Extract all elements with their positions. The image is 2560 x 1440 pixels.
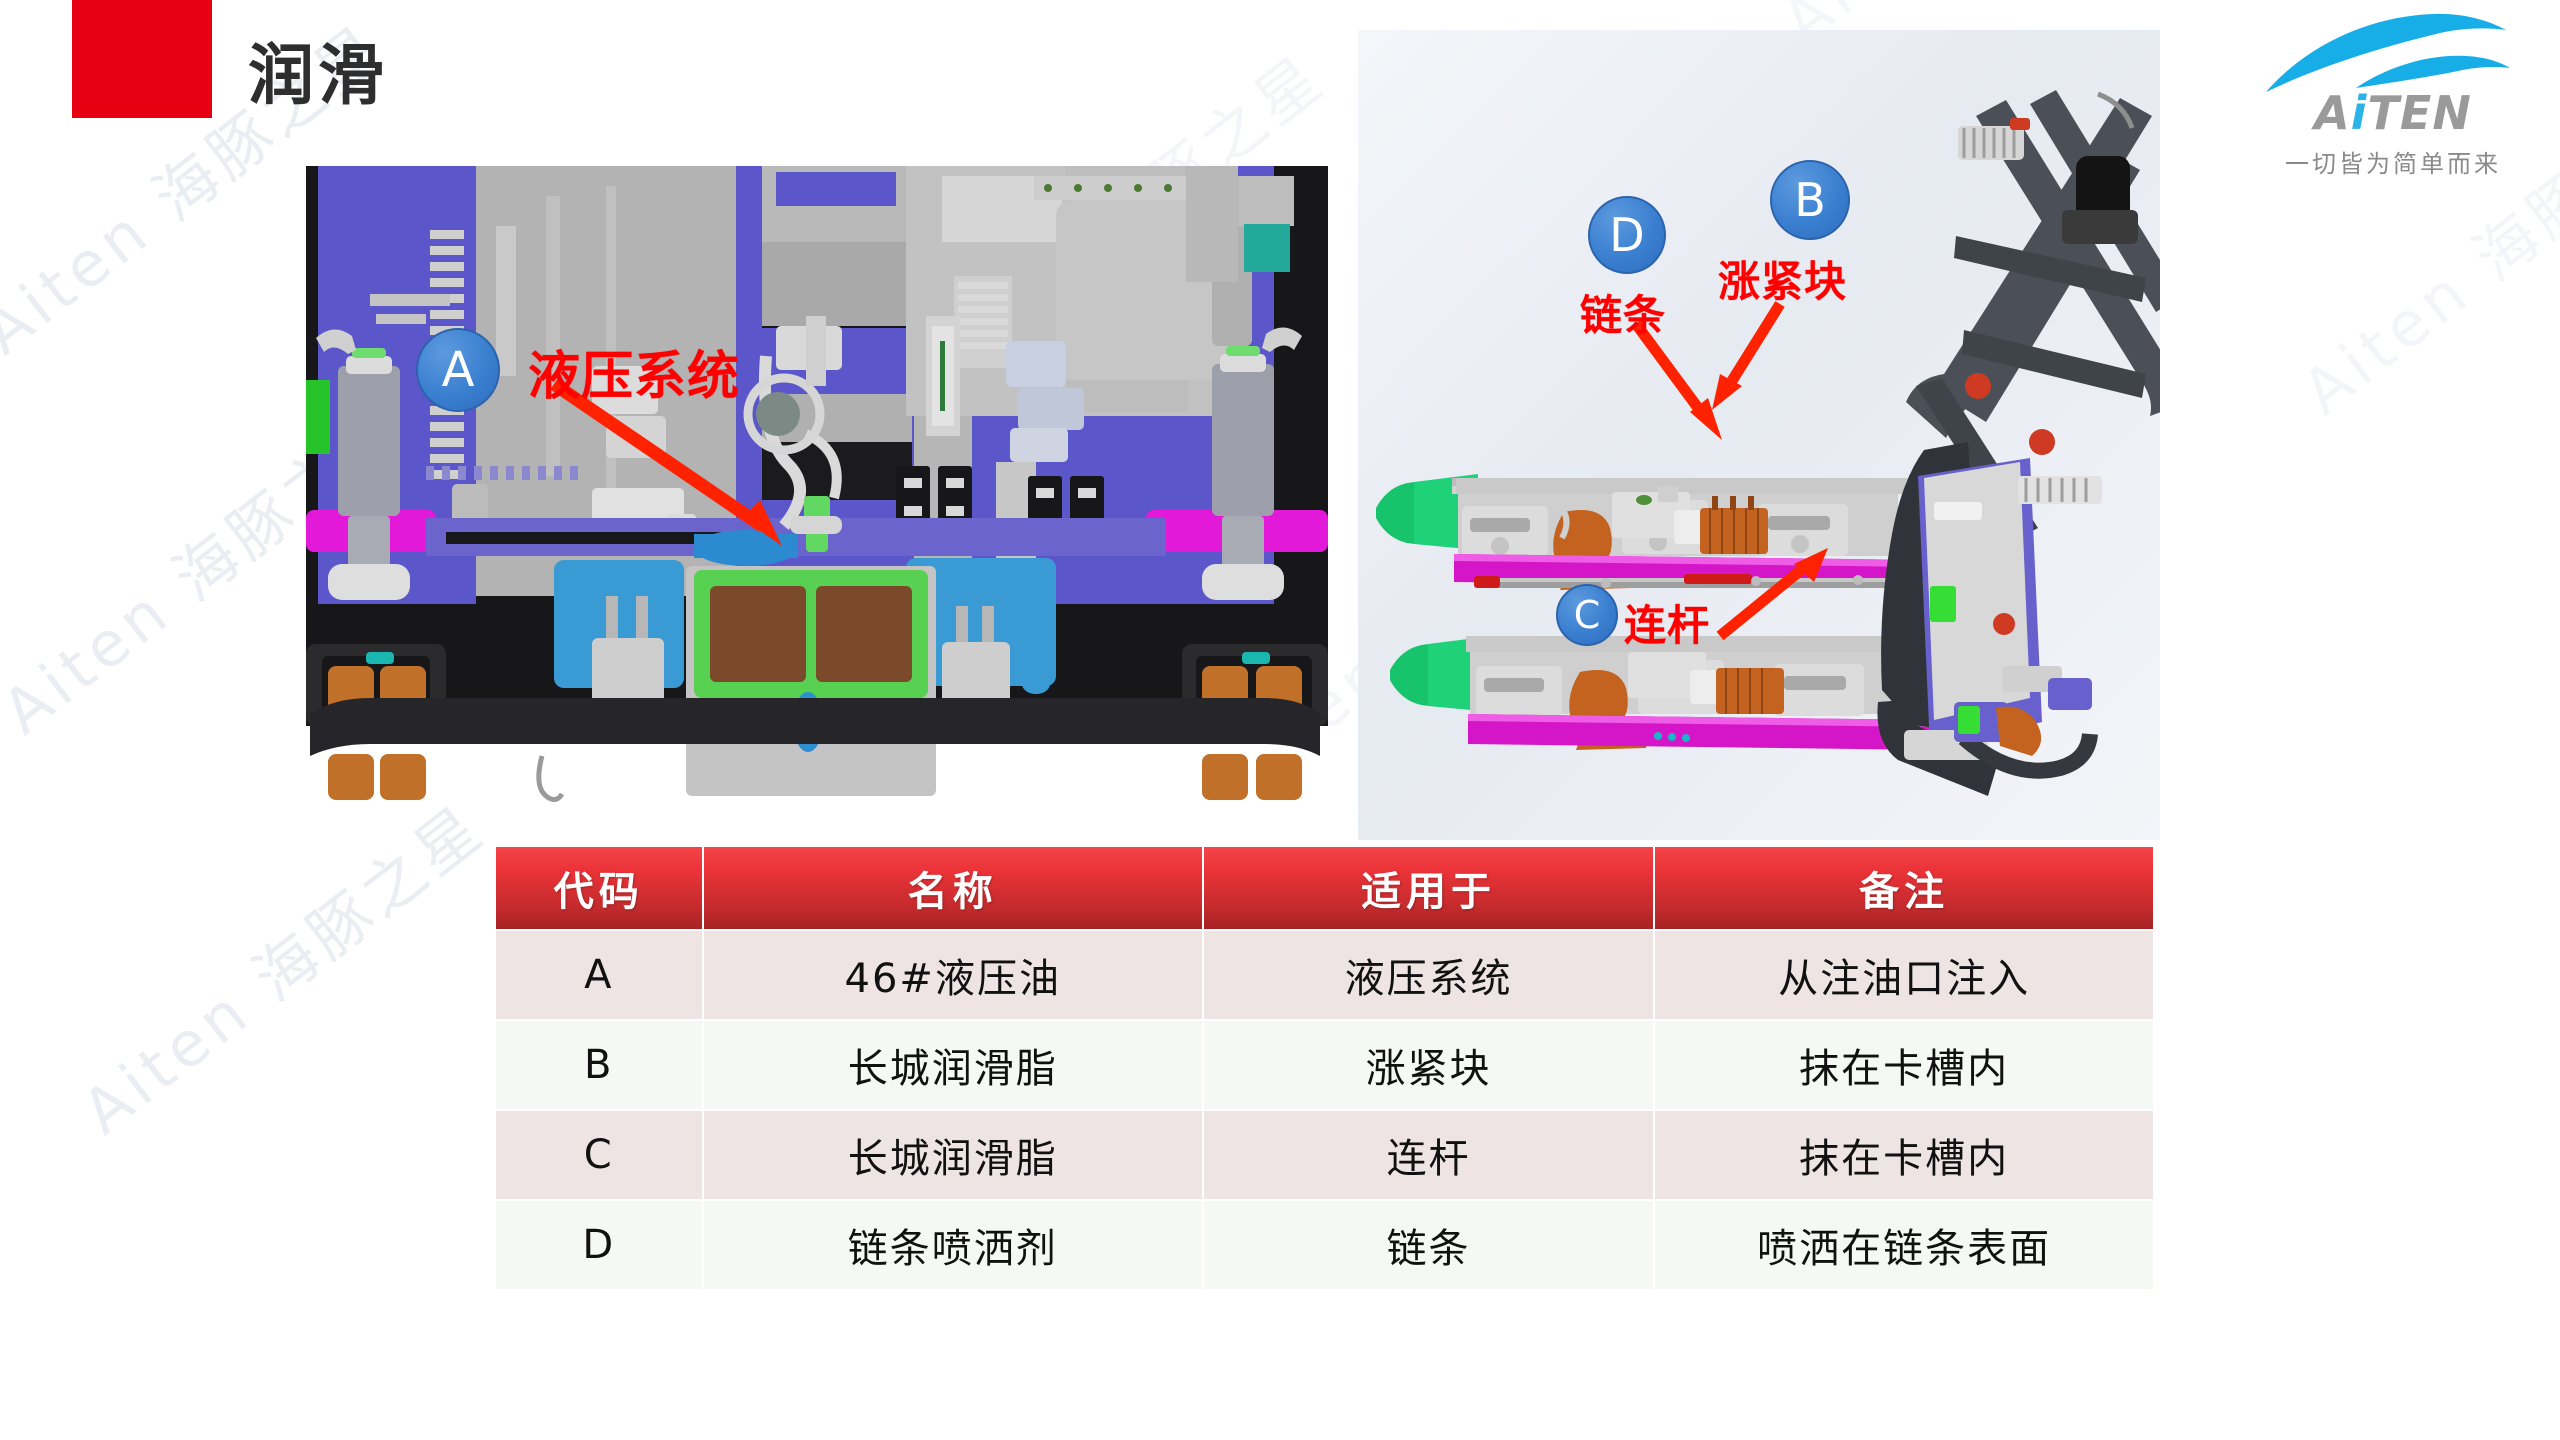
cell-code: D: [496, 1201, 702, 1289]
column-header-applies: 适用于: [1203, 847, 1654, 929]
cell-name: 长城润滑脂: [703, 1111, 1202, 1199]
brand-wordmark: AiTEN: [2248, 90, 2538, 136]
cell-applies: 链条: [1203, 1201, 1654, 1289]
hydraulic-unit-render: [306, 166, 1328, 802]
cell-remark: 从注油口注入: [1655, 931, 2153, 1019]
column-header-code: 代码: [496, 847, 702, 929]
logo-letter-a: A: [2314, 86, 2351, 140]
cell-applies: 涨紧块: [1203, 1021, 1654, 1109]
callout-arrow-c: [1716, 548, 1828, 641]
page-title: 润滑: [248, 37, 388, 114]
cell-remark: 抹在卡槽内: [1655, 1021, 2153, 1109]
figure-hydraulic-unit: A 液压系统: [306, 166, 1328, 802]
figure-fork-assembly: D 链条 B 涨紧块 C 连杆: [1358, 30, 2160, 840]
callout-badge-d[interactable]: D: [1588, 196, 1666, 274]
cell-code: C: [496, 1111, 702, 1199]
callout-badge-c[interactable]: C: [1556, 584, 1618, 646]
title-accent-block: [72, 0, 212, 118]
callout-arrow-a: [550, 378, 782, 546]
fork-assembly-render: [1358, 30, 2160, 840]
cell-name: 长城润滑脂: [703, 1021, 1202, 1109]
table-row: C 长城润滑脂 连杆 抹在卡槽内: [496, 1111, 2153, 1199]
cell-name: 46#液压油: [703, 931, 1202, 1019]
cell-applies: 液压系统: [1203, 931, 1654, 1019]
table-row: B 长城润滑脂 涨紧块 抹在卡槽内: [496, 1021, 2153, 1109]
cell-code: B: [496, 1021, 702, 1109]
brand-logo: AiTEN 一切皆为简单而来: [2248, 10, 2538, 180]
table-row: D 链条喷洒剂 链条 喷洒在链条表面: [496, 1201, 2153, 1289]
callout-label-d: 链条: [1580, 291, 1667, 340]
cell-remark: 抹在卡槽内: [1655, 1111, 2153, 1199]
column-header-remark: 备注: [1655, 847, 2153, 929]
cell-code: A: [496, 931, 702, 1019]
watermark: Aiten 海豚之星: [68, 789, 499, 1149]
callout-label-c: 连杆: [1624, 601, 1711, 650]
callout-label-b: 涨紧块: [1718, 257, 1848, 306]
callout-badge-a[interactable]: A: [416, 328, 500, 412]
cell-remark: 喷洒在链条表面: [1655, 1201, 2153, 1289]
logo-letter-i: i: [2350, 86, 2368, 140]
table-header-row: 代码 名称 适用于 备注: [496, 847, 2153, 929]
callout-label-a: 液压系统: [528, 347, 741, 407]
brand-tagline: 一切皆为简单而来: [2285, 150, 2501, 178]
callout-badge-b[interactable]: B: [1770, 160, 1850, 240]
callout-arrow-b: [1712, 301, 1785, 410]
logo-letters-ten: TEN: [2367, 86, 2472, 140]
lubrication-table: 代码 名称 适用于 备注 A 46#液压油 液压系统 从注油口注入 B 长城润滑…: [494, 845, 2155, 1291]
table-row: A 46#液压油 液压系统 从注油口注入: [496, 931, 2153, 1019]
column-header-name: 名称: [703, 847, 1202, 929]
cell-applies: 连杆: [1203, 1111, 1654, 1199]
cell-name: 链条喷洒剂: [703, 1201, 1202, 1289]
callout-arrow-d: [1631, 320, 1722, 440]
aiten-swoosh-icon: [2266, 13, 2510, 92]
watermark: Aiten 海豚之星: [560, 0, 1001, 11]
